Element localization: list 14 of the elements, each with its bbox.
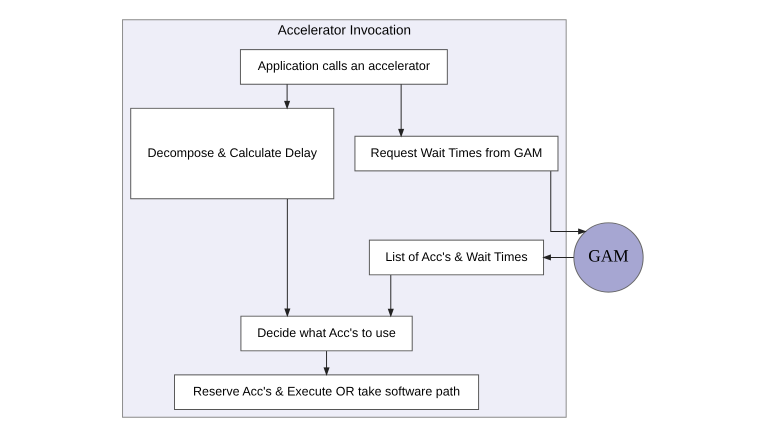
arrow [542, 254, 574, 260]
node-circle: GAM [573, 222, 644, 293]
node-box: Request Wait Times from GAM [354, 136, 558, 172]
arrow [284, 198, 290, 318]
arrow [550, 170, 587, 235]
arrow [284, 84, 290, 110]
node-box: List of Acc's & Wait Times [368, 240, 544, 276]
node-box: Decide what Acc's to use [240, 316, 413, 352]
node-box: Reserve Acc's & Execute OR take software path [174, 374, 480, 410]
node-box: Application calls an accelerator [240, 49, 448, 85]
arrow [324, 350, 330, 376]
arrow [398, 84, 404, 138]
arrow [388, 274, 394, 318]
node-box: Decompose & Calculate Delay [130, 108, 334, 200]
